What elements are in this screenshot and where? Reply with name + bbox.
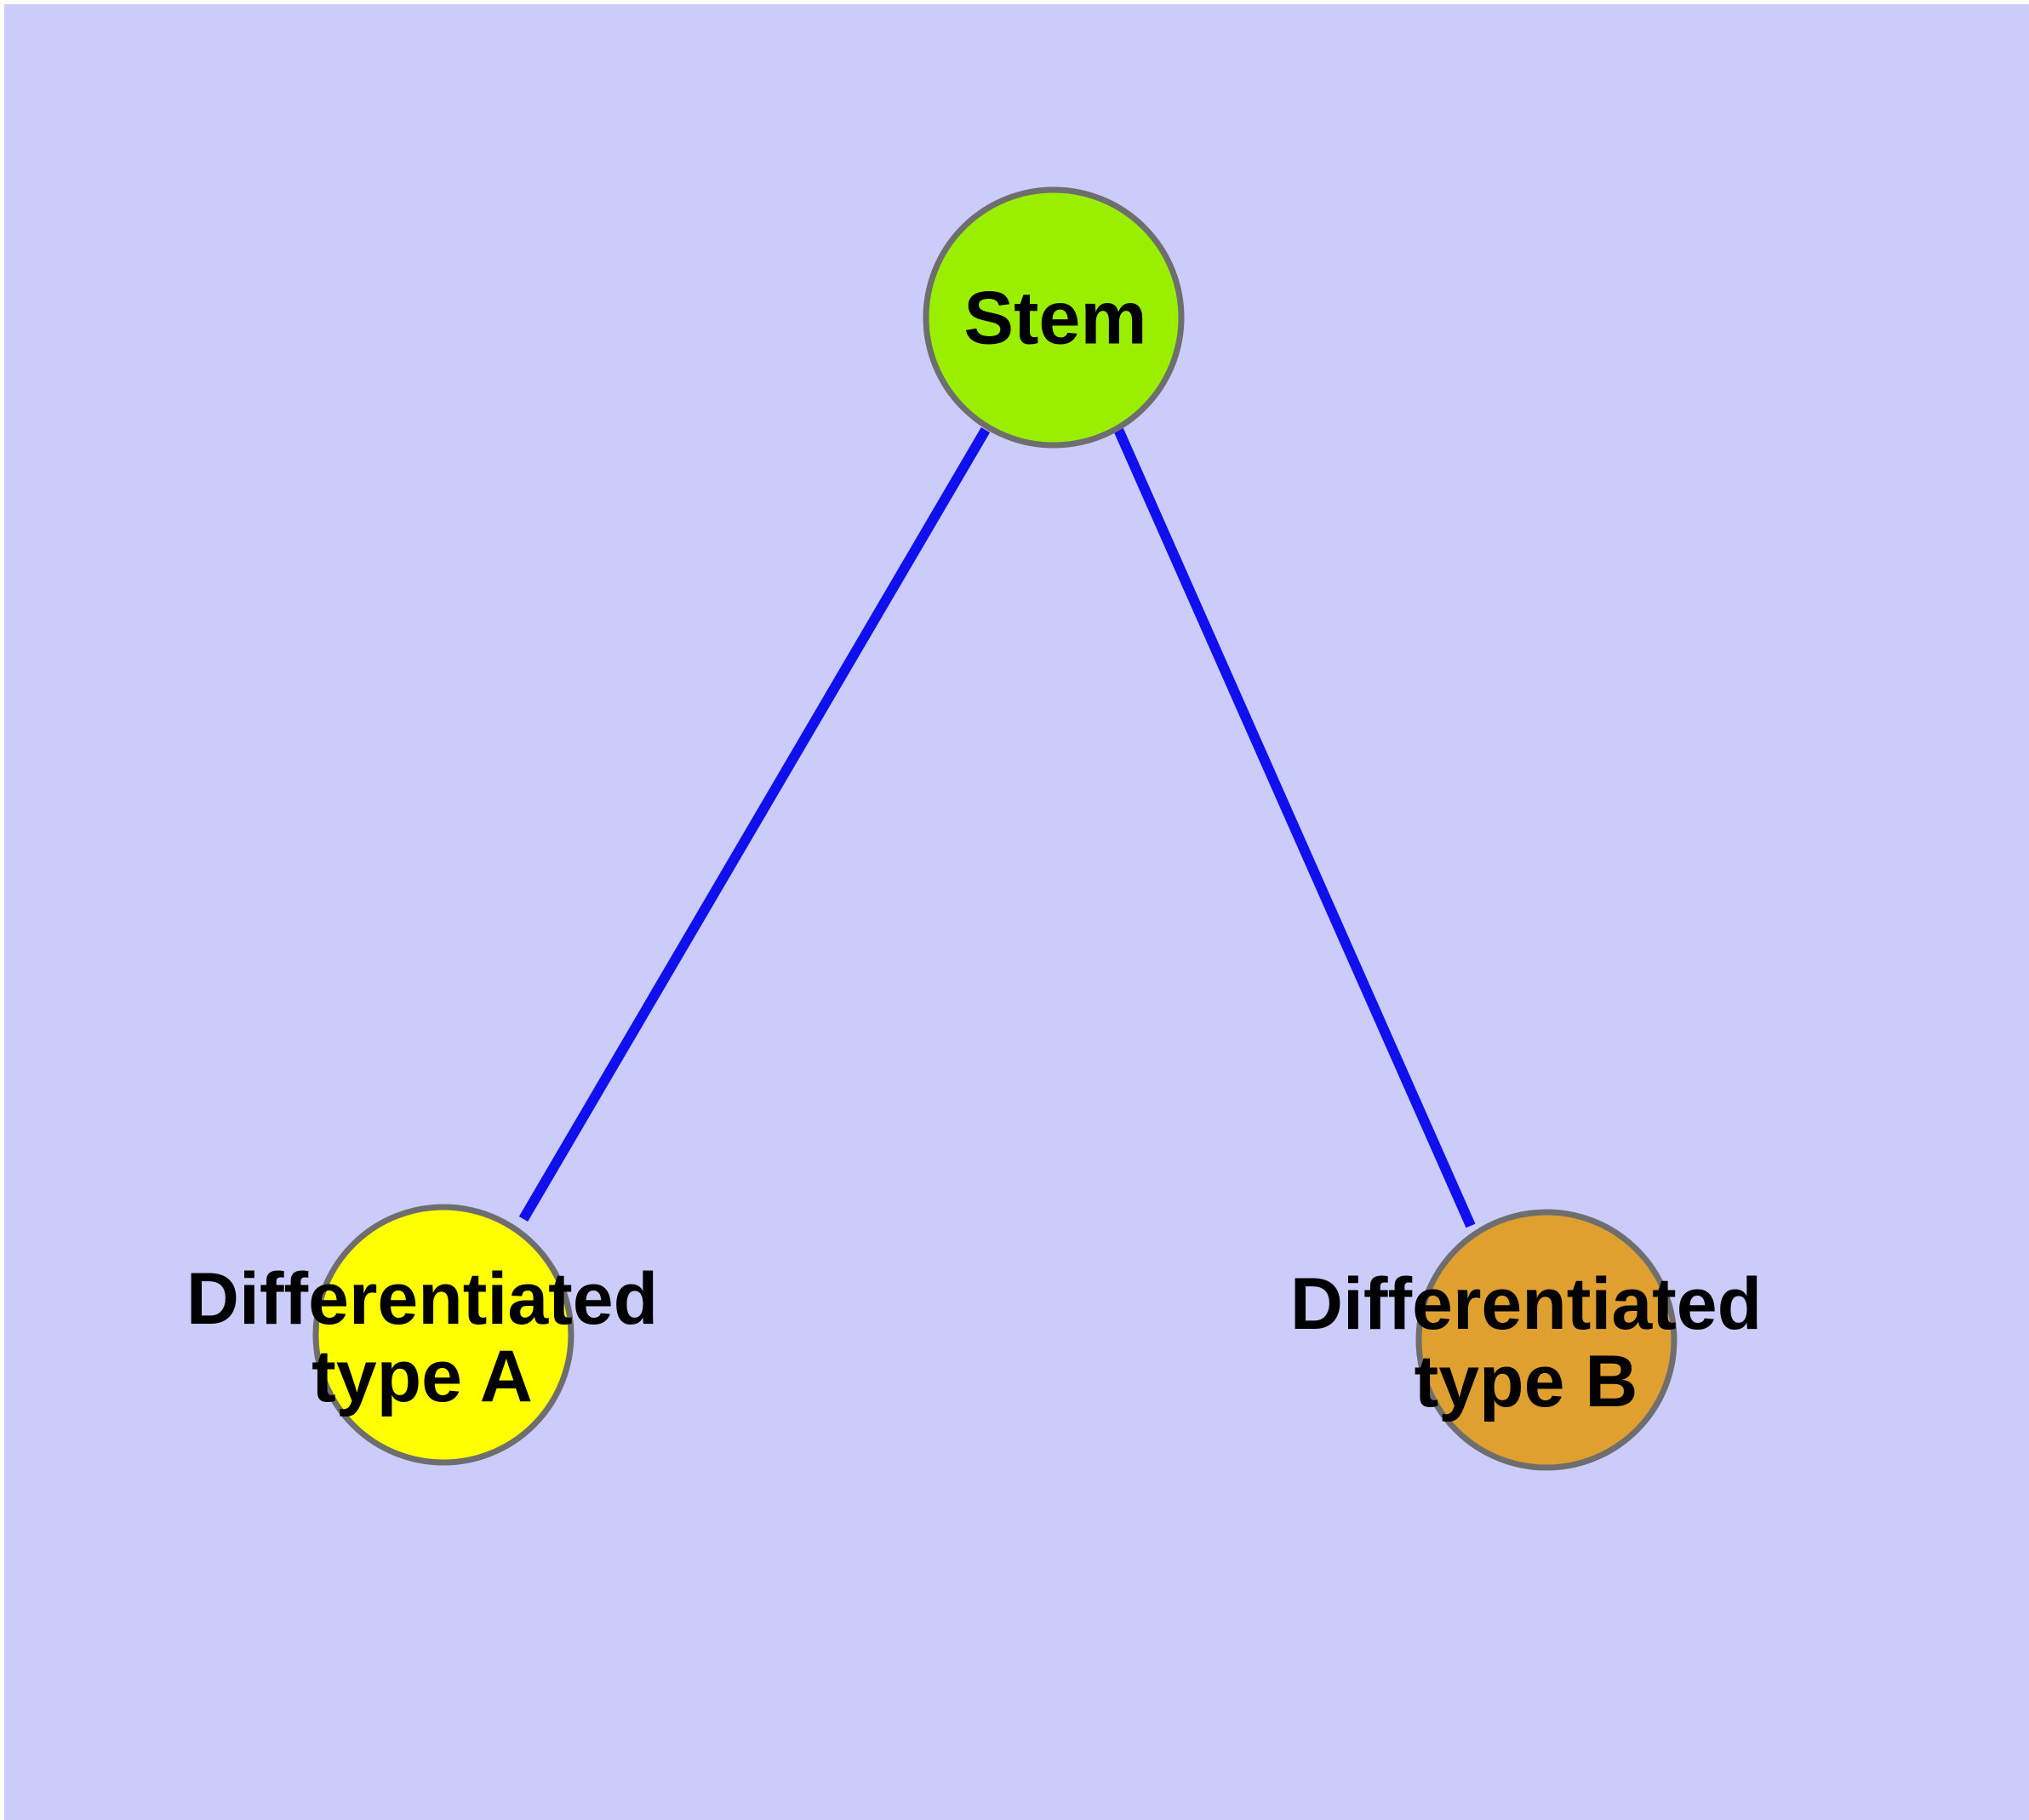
node-stem[interactable] <box>923 186 1185 449</box>
node-differentiated-type-b[interactable] <box>1415 1209 1677 1471</box>
edge-stem-to-differentiated-type-b <box>1112 423 1476 1228</box>
node-differentiated-type-a[interactable] <box>312 1204 574 1466</box>
node-layer <box>312 186 1677 1471</box>
edge-stem-to-differentiated-type-a <box>518 426 991 1222</box>
edge-layer <box>518 423 1476 1228</box>
